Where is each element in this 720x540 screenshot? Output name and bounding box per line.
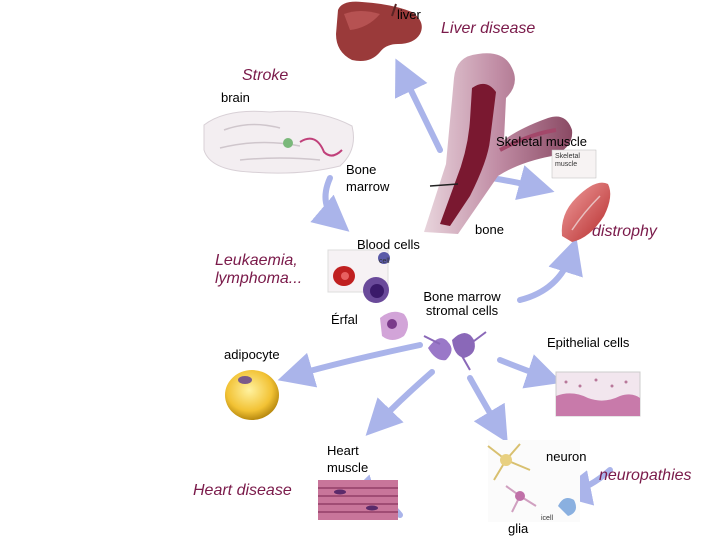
- disease-neuropathies: neuropathies: [599, 467, 692, 485]
- epithelial-image: [556, 372, 640, 416]
- arrow-to-heart: [376, 372, 432, 425]
- arrow-to-neuron: [470, 378, 500, 430]
- label-erfal: Érfal: [331, 311, 358, 328]
- label-skeletal-muscle: Skeletal muscle: [496, 133, 587, 150]
- arrow-to-blood: [326, 178, 339, 222]
- disease-stroke: Stroke: [242, 67, 288, 85]
- label-neuron: neuron: [546, 448, 586, 465]
- arrow-to-distrophy: [520, 252, 572, 300]
- arrow-to-adipocyte: [292, 345, 420, 376]
- skeletal-muscle-inset-text: Skeletal muscle: [555, 153, 595, 169]
- label-blood-cells: Blood cells: [357, 236, 420, 253]
- label-bm-stromal: Bone marrow stromal cells: [416, 290, 508, 318]
- disease-leukaemia: Leukaemia, lymphoma...: [215, 252, 325, 288]
- blood-cell-text: cell: [379, 258, 390, 266]
- brain-image: [204, 111, 354, 173]
- arrow-to-epithelial: [500, 360, 548, 378]
- heart-muscle-image: [318, 480, 398, 520]
- arrow-to-liver: [402, 72, 440, 150]
- glia-cell-text: icell: [541, 515, 553, 523]
- erfal-cell-image: [380, 312, 408, 340]
- label-bone-marrow: Bone marrow: [346, 161, 404, 195]
- disease-distrophy: distrophy: [592, 223, 657, 241]
- label-bone: bone: [475, 221, 504, 238]
- label-liver: liver: [397, 6, 421, 23]
- label-brain: brain: [221, 89, 250, 106]
- disease-liver: Liver disease: [441, 20, 535, 38]
- label-heart-muscle: Heart muscle: [327, 442, 381, 476]
- label-adipocyte: adipocyte: [224, 346, 280, 363]
- adipocyte-image: [225, 370, 279, 420]
- label-epithelial: Epithelial cells: [547, 334, 629, 351]
- disease-heart: Heart disease: [193, 482, 292, 500]
- label-glia: glia: [508, 520, 528, 537]
- stromal-cells-image: [424, 332, 486, 370]
